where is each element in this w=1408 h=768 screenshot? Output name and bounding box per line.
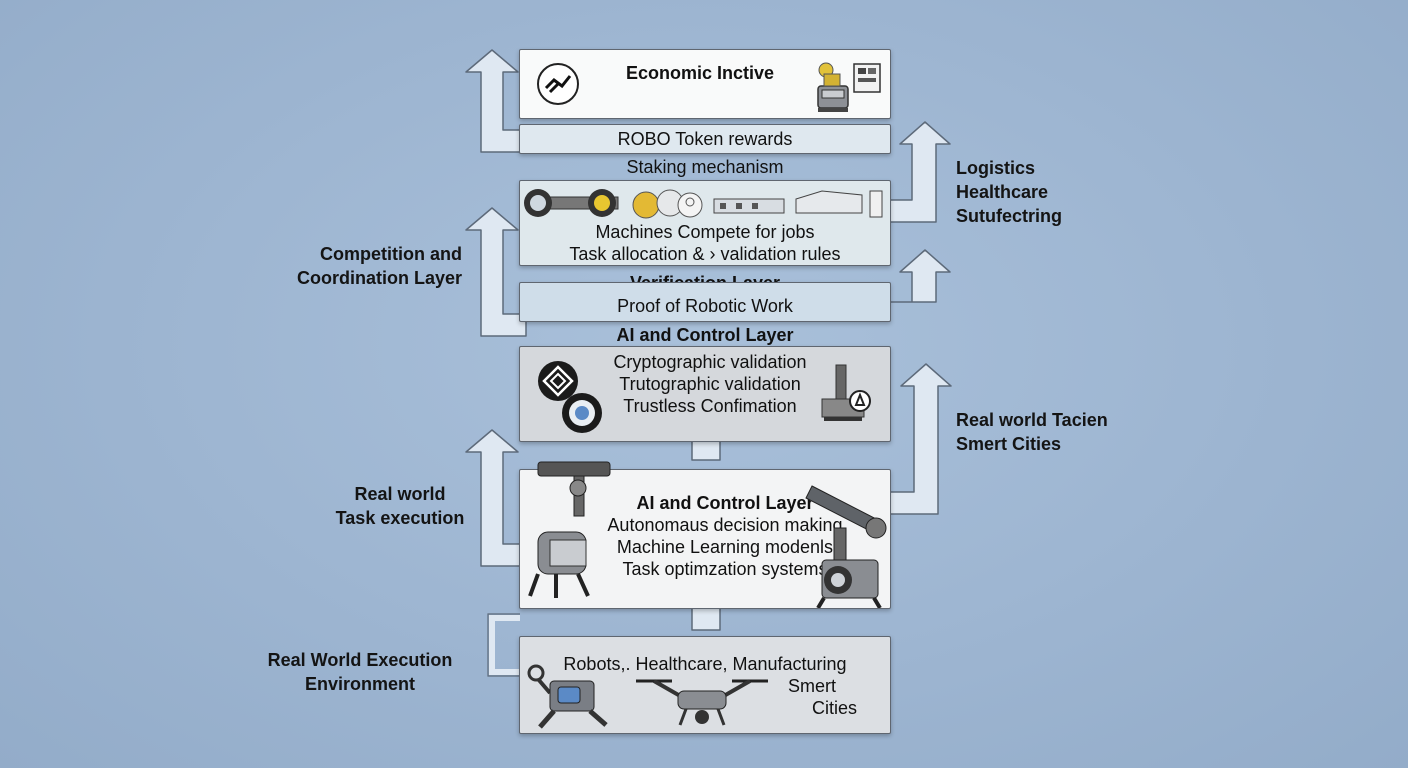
up-arrow-economic [465, 49, 521, 153]
ai-control-box: AI and Control Layer Autonomaus decision… [519, 461, 891, 609]
crypto-line3: Trustless Confimation [623, 396, 797, 416]
coins-icon [632, 189, 703, 219]
up-arrow-task-execution [465, 429, 521, 567]
side-label-environment-line1: Real World Execution [267, 650, 453, 670]
side-label-logistics-line2: Healthcare [956, 182, 1049, 202]
side-label-task-line1: Real world [354, 484, 446, 504]
execution-line2: Smert [788, 676, 837, 696]
side-label-competition-line1: Competition and [320, 244, 462, 264]
crypto-line1: Cryptographic validation [613, 352, 807, 372]
ai-control-title: AI and Control Layer [636, 493, 814, 513]
proof-of-work-label: Proof of Robotic Work [617, 296, 793, 316]
side-label-real-world-line2: Smert Cities [956, 434, 1062, 454]
side-label-logistics-line1: Logistics [956, 158, 1036, 178]
competition-box: Machines Compete for jobs Task allocatio… [519, 180, 891, 266]
drone-icon [636, 679, 768, 726]
side-label-real-world-line1: Real world Tacien [956, 410, 1108, 430]
diamond-chip-icon [538, 361, 578, 401]
execution-connector [489, 615, 520, 675]
robot-arm-icon [524, 189, 619, 217]
ai-control-line3: Task optimzation systems [622, 559, 828, 579]
crypto-validation-box: Cryptographic validation Trutographic va… [519, 346, 891, 442]
validation-machine-icon [821, 364, 871, 421]
execution-box: Robots,. Healthcare, Manufacturing Smert… [519, 636, 891, 734]
crypto-line2: Trutographic validation [619, 374, 801, 394]
side-label-task-execution: Real world Task execution [330, 482, 470, 530]
robotic-claw-icon [528, 461, 611, 598]
execution-line1: Robots,. Healthcare, Manufacturing [563, 654, 847, 674]
side-label-environment: Real World Execution Environment [262, 648, 458, 696]
side-label-task-line2: Task execution [335, 508, 465, 528]
token-rewards-label: ROBO Token rewards [617, 129, 793, 149]
up-arrow-competition [465, 207, 527, 337]
side-label-logistics-line3: Sutufectring [956, 206, 1062, 226]
side-label-competition: Competition and Coordination Layer [290, 242, 462, 290]
side-label-real-world: Real world Tacien Smert Cities [956, 408, 1108, 456]
factory-line-icon [713, 190, 883, 218]
side-label-logistics: Logistics Healthcare Sutufectring [956, 156, 1062, 228]
right-arrow-real-world [889, 363, 952, 515]
competition-line1: Machines Compete for jobs [595, 222, 815, 242]
token-rewards-box: ROBO Token rewards [519, 124, 891, 154]
right-arrow-logistics [889, 121, 951, 223]
ai-control-line1: Autonomaus decision making [607, 515, 843, 535]
right-arrow-verification [889, 249, 951, 303]
blockchain-node-icon [562, 393, 602, 433]
execution-line3: Cities [812, 698, 858, 718]
side-label-environment-line2: Environment [304, 674, 415, 694]
coin-machine-icon [817, 62, 881, 112]
staking-mechanism-label: Staking mechanism [626, 157, 784, 177]
economic-incentive-box: Economic Inctive [519, 49, 891, 119]
walking-robot-icon [527, 664, 608, 729]
side-label-competition-line2: Coordination Layer [296, 268, 462, 288]
verification-box: Proof of Robotic Work [519, 282, 891, 322]
ai-layer-header-title: AI and Control Layer [616, 325, 794, 345]
economic-title: Economic Inctive [625, 63, 775, 83]
ai-control-line2: Machine Learning modenls [616, 537, 834, 557]
competition-line2: Task allocation & › validation rules [569, 244, 841, 264]
scale-icon [537, 63, 579, 105]
telescope-robot-icon [805, 485, 887, 608]
